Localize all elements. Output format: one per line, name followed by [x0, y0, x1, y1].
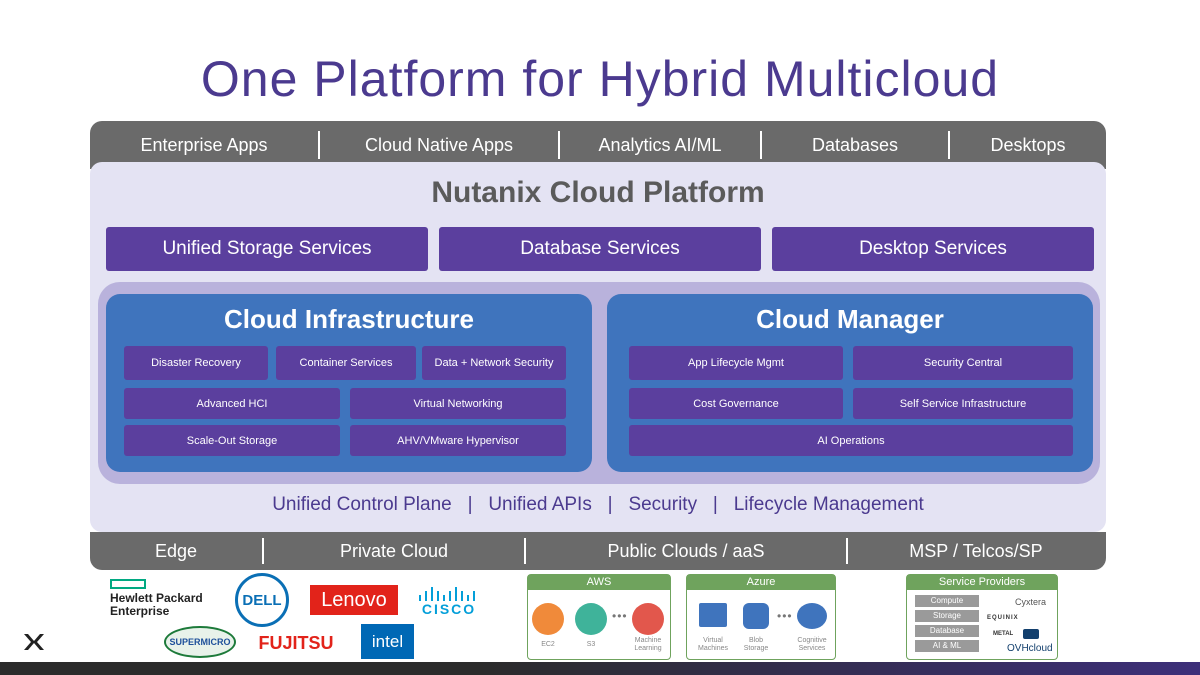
s3-bucket-icon — [575, 603, 607, 635]
aws-box: AWS EC2 S3 ••• Machine Learning — [527, 574, 671, 660]
tile-scale-out-storage: Scale-Out Storage — [124, 425, 340, 456]
azure-box: Azure Virtual Machines Blob Storage ••• … — [686, 574, 836, 660]
tile-security-central: Security Central — [853, 346, 1073, 380]
virtual-machines-label: Virtual Machines — [698, 637, 728, 652]
app-label: Cloud Native Apps — [364, 134, 514, 155]
nutanix-cloud-platform: Nutanix Cloud Platform Unified Storage S… — [90, 162, 1106, 532]
lenovo-logo: Lenovo — [310, 585, 398, 615]
tile-virtual-networking: Virtual Networking — [350, 388, 566, 419]
lenovo-text: Lenovo — [321, 588, 387, 611]
database-services: Database Services — [439, 227, 761, 271]
cloud-infrastructure-panel: Cloud Infrastructure Disaster Recovery C… — [106, 294, 592, 472]
sp-item-ai-ml: AI & ML — [915, 640, 979, 652]
fujitsu-logo: FUJITSU — [258, 628, 334, 658]
cyxtera-logo: Cyxtera — [1015, 597, 1047, 607]
deployment-label: Edge — [154, 540, 198, 561]
blob-storage-icon — [743, 603, 769, 629]
tile-app-lifecycle-mgmt: App Lifecycle Mgmt — [629, 346, 843, 380]
hpe-rectangle-icon — [110, 578, 146, 589]
service-providers-box: Service Providers Compute Storage Databa… — [906, 574, 1058, 660]
infrastructure-manager-wrap: Cloud Infrastructure Disaster Recovery C… — [98, 282, 1100, 484]
metal-logo: METAL — [993, 631, 1014, 637]
hpe-logo: Hewlett Packard Enterprise — [110, 576, 220, 620]
ellipsis-icon: ••• — [612, 609, 628, 623]
platform-title: Nutanix Cloud Platform — [431, 176, 765, 209]
intel-text: intel — [371, 631, 404, 651]
sp-item-storage: Storage — [915, 610, 979, 622]
tile-disaster-recovery: Disaster Recovery — [124, 346, 268, 380]
app-label: Analytics AI/ML — [598, 134, 722, 155]
separator — [948, 131, 950, 159]
separator — [846, 538, 848, 564]
nutanix-x-logo — [22, 630, 46, 654]
ec2-label: EC2 — [541, 641, 555, 648]
cisco-bars-icon — [419, 587, 475, 601]
blob-storage-label: Blob Storage — [743, 637, 769, 652]
cloud-infrastructure-title: Cloud Infrastructure — [224, 304, 474, 334]
supermicro-logo: SUPERMICRO — [164, 626, 236, 658]
ec2-icon — [532, 603, 564, 635]
cognitive-services-label: Cognitive Services — [797, 637, 827, 652]
tile-cost-governance: Cost Governance — [629, 388, 843, 419]
tile-container-services: Container Services — [276, 346, 416, 380]
separator — [524, 538, 526, 564]
sp-item-database: Database — [915, 625, 979, 637]
machine-learning-label: Machine Learning — [634, 637, 662, 652]
dell-text: DELL — [242, 591, 282, 609]
tile-ai-operations: AI Operations — [629, 425, 1073, 456]
aws-title: AWS — [528, 575, 670, 590]
azure-title: Azure — [687, 575, 835, 590]
fujitsu-text: FUJITSU — [258, 632, 334, 653]
separator — [318, 131, 320, 159]
machine-learning-icon — [632, 603, 664, 635]
dell-logo: DELL — [235, 573, 289, 627]
cisco-text: CISCO — [421, 601, 477, 617]
cisco-logo: CISCO — [415, 582, 483, 622]
control-plane-line: Unified Control Plane | Unified APIs | S… — [272, 494, 924, 515]
tile-hypervisor: AHV/VMware Hypervisor — [350, 425, 566, 456]
supermicro-text: SUPERMICRO — [169, 637, 231, 647]
ovh-mark-icon — [1023, 629, 1039, 639]
app-label: Databases — [811, 134, 899, 155]
cognitive-services-icon — [797, 603, 827, 629]
tile-advanced-hci: Advanced HCI — [124, 388, 340, 419]
sp-item-compute: Compute — [915, 595, 979, 607]
tile-data-network-security: Data + Network Security — [422, 346, 566, 380]
cloud-manager-title: Cloud Manager — [756, 304, 944, 334]
unified-storage-services: Unified Storage Services — [106, 227, 428, 271]
footer-stripe — [0, 662, 1200, 675]
ellipsis-icon: ••• — [777, 609, 793, 623]
deployment-label: Public Clouds / aaS — [607, 540, 765, 561]
s3-label: S3 — [586, 641, 596, 648]
intel-logo: intel — [361, 624, 414, 659]
virtual-machines-icon — [699, 603, 727, 627]
separator — [760, 131, 762, 159]
service-providers-title: Service Providers — [907, 575, 1057, 590]
apps-bar: Enterprise Apps Cloud Native Apps Analyt… — [90, 121, 1106, 169]
app-label: Desktops — [990, 134, 1066, 155]
app-label: Enterprise Apps — [140, 134, 268, 155]
tile-self-service-infrastructure: Self Service Infrastructure — [853, 388, 1073, 419]
equinix-logo: EQUINIX — [987, 615, 1019, 621]
slide-title: One Platform for Hybrid Multicloud — [200, 51, 1000, 107]
cloud-manager-panel: Cloud Manager App Lifecycle Mgmt Securit… — [607, 294, 1093, 472]
hpe-text: Hewlett Packard Enterprise — [110, 590, 203, 618]
ovhcloud-logo: OVHcloud — [1007, 643, 1053, 654]
deployment-label: MSP / Telcos/SP — [909, 540, 1043, 561]
desktop-services: Desktop Services — [772, 227, 1094, 271]
deployment-bar: Edge Private Cloud Public Clouds / aaS M… — [90, 532, 1106, 570]
separator — [262, 538, 264, 564]
deployment-label: Private Cloud — [339, 540, 449, 561]
separator — [558, 131, 560, 159]
